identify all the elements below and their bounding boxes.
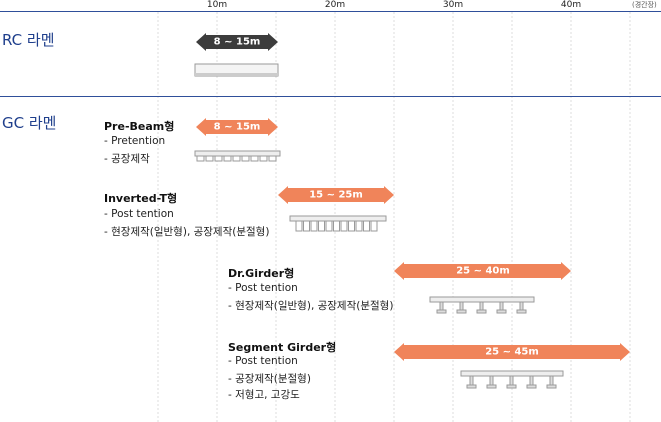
- section-shape: [486, 384, 497, 389]
- section-shape: [223, 155, 232, 162]
- section-shape: [460, 370, 564, 377]
- section-shape: [289, 215, 387, 222]
- section-shape: [259, 155, 268, 162]
- section-shape: [214, 155, 223, 162]
- section-shape: [436, 309, 447, 314]
- range-label: 8 ~ 15m: [213, 36, 261, 48]
- section-shape: [195, 73, 278, 76]
- range-label: 25 ~ 40m: [456, 265, 510, 277]
- section-shape: [516, 309, 527, 314]
- range-label: 8 ~ 15m: [213, 121, 261, 133]
- girder-bullet: - Post tention: [228, 355, 298, 367]
- section-shape: [250, 155, 259, 162]
- section-shape: [348, 220, 355, 232]
- range-arrow: [196, 118, 278, 136]
- section-shape: [295, 220, 303, 232]
- axis-tick-label: 40m: [560, 0, 582, 10]
- section-shape: [241, 155, 250, 162]
- section-shape: [325, 220, 333, 232]
- range-arrow: [394, 343, 630, 361]
- section-shape: [546, 384, 557, 389]
- axis-tick-label: 20m: [324, 0, 346, 10]
- section-title-rc: RC 라멘: [2, 31, 55, 49]
- section-shape: [333, 220, 340, 232]
- girder-bullet: - Pretention: [104, 135, 166, 147]
- section-shape: [194, 150, 281, 157]
- section-shape: [355, 220, 363, 232]
- section-shape: [232, 155, 241, 162]
- section-shape: [340, 220, 348, 232]
- section-shape: [506, 384, 517, 389]
- range-arrow: [394, 262, 571, 280]
- girder-bullet: - 공장제작(분절형): [228, 373, 311, 385]
- section-shape: [456, 309, 467, 314]
- section-shape: [205, 155, 214, 162]
- girder-type-name: Segment Girder형: [228, 341, 337, 354]
- girder-bullet: - Post tention: [104, 208, 174, 220]
- section-shape: [466, 384, 477, 389]
- girder-bullet: - Post tention: [228, 282, 298, 294]
- axis-unit-label: (경간장): [632, 1, 657, 9]
- section-shape: [429, 296, 535, 303]
- girder-bullet: - 현장제작(일반형), 공장제작(분절형): [104, 226, 270, 238]
- section-shape: [268, 155, 277, 162]
- girder-type-name: Dr.Girder형: [228, 267, 295, 280]
- section-shape: [303, 220, 310, 232]
- girder-bullet: - 공장제작: [104, 153, 150, 165]
- girder-bullet: - 현장제작(일반형), 공장제작(분절형): [228, 300, 394, 312]
- section-shape: [496, 309, 507, 314]
- section-shape: [310, 220, 318, 232]
- girder-bullet: - 저형고, 고강도: [228, 389, 300, 401]
- range-label: 15 ~ 25m: [309, 189, 363, 201]
- section-shape: [370, 220, 378, 232]
- section-shape: [318, 220, 325, 232]
- girder-type-name: Inverted-T형: [104, 192, 178, 205]
- axis-tick-label: 10m: [206, 0, 228, 10]
- section-shape: [476, 309, 487, 314]
- section-shape: [196, 155, 205, 162]
- section-title-gc: GC 라멘: [2, 114, 57, 132]
- section-shape: [363, 220, 370, 232]
- range-arrow: [278, 186, 394, 204]
- range-label: 25 ~ 45m: [485, 346, 539, 358]
- girder-type-name: Pre-Beam형: [104, 120, 175, 133]
- section-shape: [526, 384, 537, 389]
- range-arrow: [196, 33, 278, 51]
- axis-tick-label: 30m: [442, 0, 464, 10]
